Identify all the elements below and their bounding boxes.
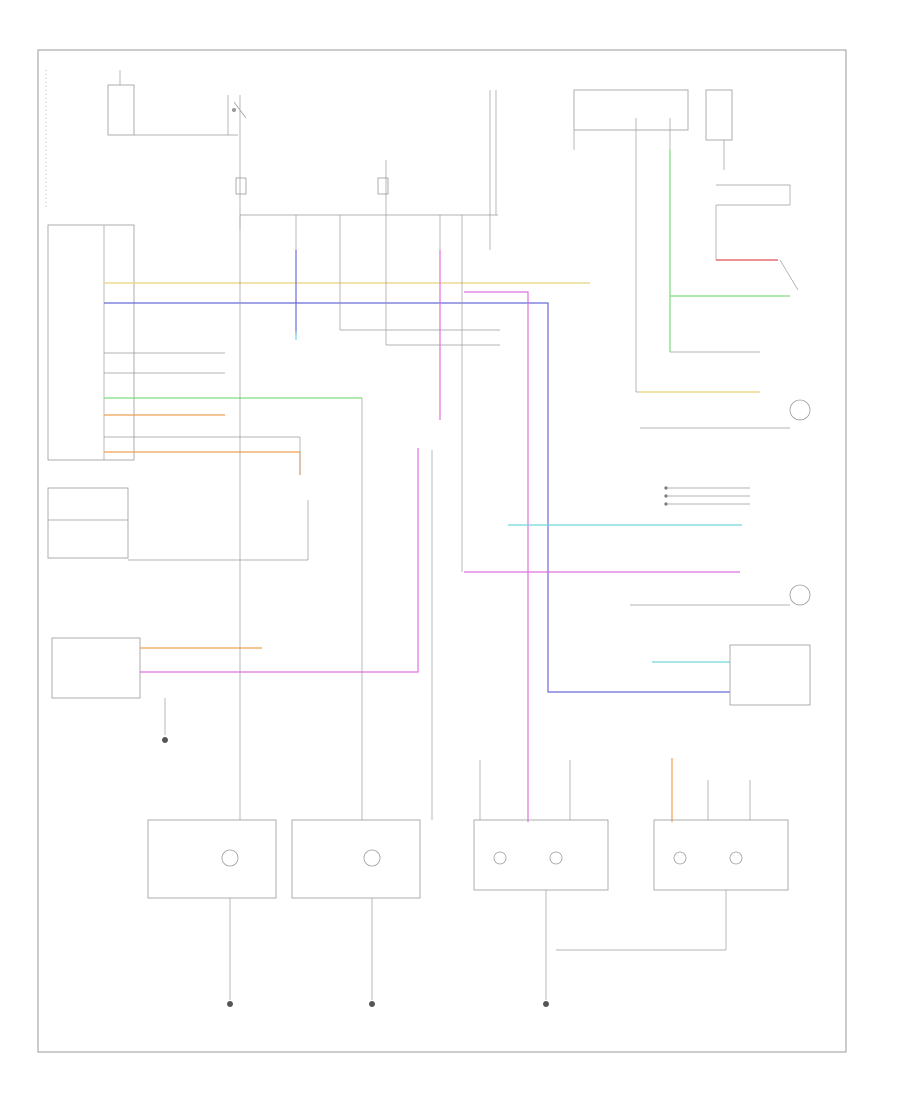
grey-signal-lines (104, 250, 500, 820)
diagram-frame (37, 49, 847, 1053)
left-control-module (47, 224, 309, 561)
lower-right-drops (479, 760, 751, 820)
right-lamp-symbols (630, 399, 811, 606)
bus-drop-pins (239, 215, 491, 250)
top-left-power-group (107, 70, 389, 230)
top-right-switch-group (573, 89, 799, 393)
bottom-lamp-units (147, 819, 789, 899)
lower-left-module (51, 637, 141, 699)
wire-blue-main (104, 302, 730, 693)
ground-drops (227, 890, 727, 1007)
right-lower-module (729, 644, 811, 706)
